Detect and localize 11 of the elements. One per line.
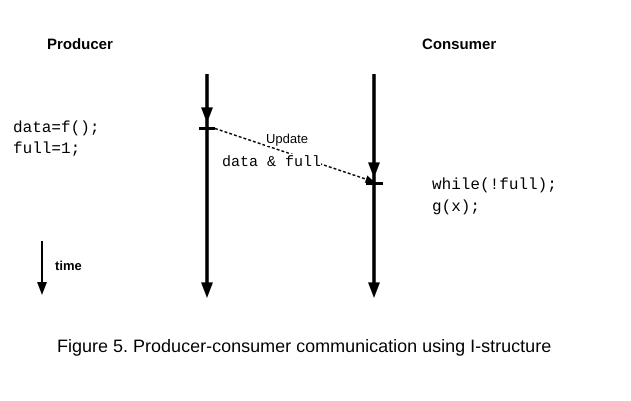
code-line: while(!full);: [432, 176, 557, 194]
code-line: g(x);: [432, 198, 480, 216]
figure-caption: Figure 5. Producer-consumer communication using I-structure: [57, 335, 552, 358]
code-line: full=1;: [13, 140, 80, 158]
code-line: data=f();: [13, 119, 100, 137]
tick-mark: [366, 182, 383, 185]
tick-mark: [199, 127, 215, 130]
heading-label: Producer: [47, 36, 113, 53]
axis-label: time: [55, 258, 82, 273]
heading-label: Consumer: [422, 36, 496, 53]
edge-label: Update: [265, 131, 309, 146]
